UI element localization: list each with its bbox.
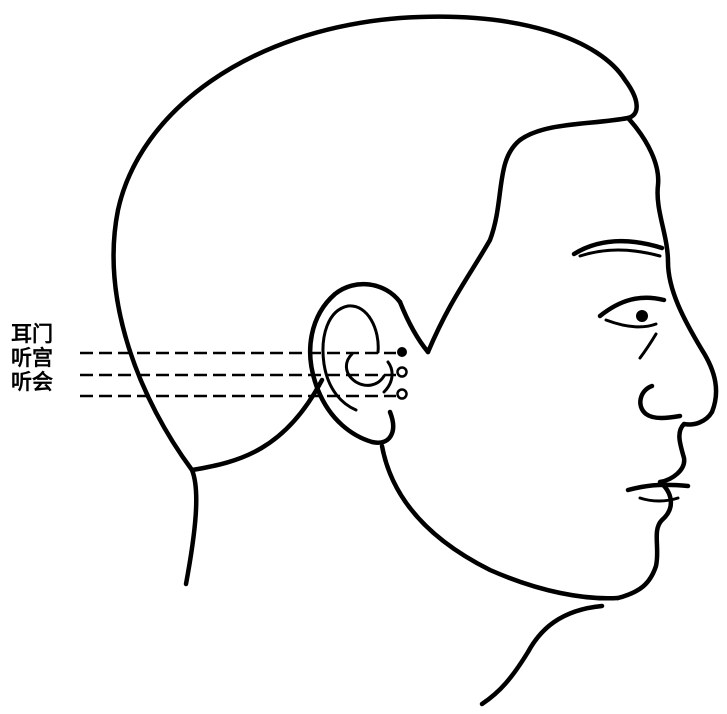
nostril bbox=[640, 386, 680, 418]
eye-upper-lid bbox=[600, 298, 664, 316]
ear-tragus bbox=[384, 362, 392, 392]
jawline bbox=[382, 446, 618, 598]
nape-line bbox=[192, 380, 322, 470]
acupoint-marker-ermen bbox=[397, 347, 407, 357]
neck-front bbox=[482, 606, 602, 704]
eye-pupil bbox=[636, 310, 648, 322]
eye-lower-lid bbox=[606, 320, 656, 327]
mouth-line bbox=[628, 485, 688, 490]
lower-lip bbox=[640, 498, 678, 501]
acupoint-label-tinggong: 听宫 bbox=[11, 347, 53, 369]
ear-concha bbox=[346, 354, 384, 385]
acupoint-marker-tinghui bbox=[398, 390, 407, 399]
acupoint-marker-tinggong bbox=[398, 368, 407, 377]
sideburn bbox=[400, 302, 428, 352]
skull-outline bbox=[114, 17, 637, 584]
acupoint-label-ermen: 耳门 bbox=[11, 323, 53, 345]
eyebrow-lower bbox=[580, 250, 660, 256]
acupoint-label-tinghui: 听会 bbox=[11, 371, 53, 393]
face-profile bbox=[618, 118, 716, 598]
cheek-line bbox=[640, 334, 656, 358]
